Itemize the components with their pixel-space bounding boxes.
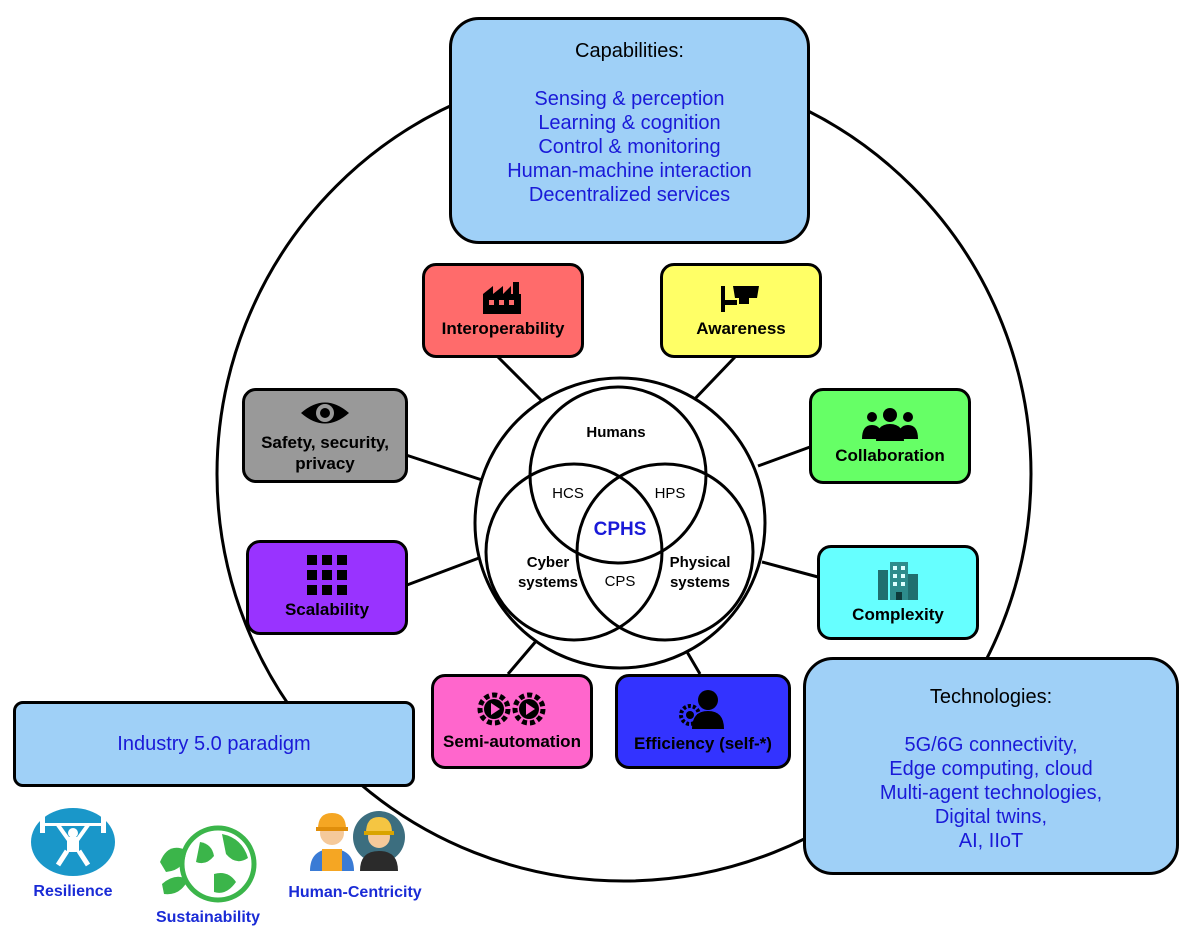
technologies-list: 5G/6G connectivity, Edge computing, clou… bbox=[806, 733, 1176, 853]
feature-label: Awareness bbox=[696, 319, 786, 338]
grid-icon bbox=[307, 555, 347, 595]
user-gear-icon bbox=[679, 690, 724, 729]
connector-awareness bbox=[688, 355, 737, 406]
feature-label: Safety, security, privacy bbox=[261, 432, 389, 473]
feature-label: Efficiency (self-*) bbox=[634, 734, 772, 753]
gears-icon bbox=[477, 692, 546, 726]
pillar-human-centricity-label: Human-Centricity bbox=[288, 884, 422, 901]
technology-item: Digital twins, bbox=[934, 806, 1048, 828]
connector-scalability bbox=[406, 556, 480, 587]
feature-awareness: Awareness bbox=[660, 263, 822, 358]
capability-item: Control & monitoring bbox=[538, 136, 721, 158]
buildings-icon bbox=[878, 562, 918, 600]
pillar-resilience-label: Resilience bbox=[33, 883, 113, 900]
technology-item: AI, IIoT bbox=[958, 830, 1024, 852]
technology-item: 5G/6G connectivity, bbox=[904, 734, 1078, 756]
venn-center-label: CPHS bbox=[593, 519, 647, 540]
technology-item: Multi-agent technologies, bbox=[879, 782, 1103, 804]
technology-item: Edge computing, cloud bbox=[889, 758, 1093, 780]
workers-icon bbox=[310, 811, 405, 871]
connector-complexity bbox=[761, 560, 819, 579]
feature-complexity: Complexity bbox=[817, 545, 979, 640]
feature-semi-automation: Semi-automation bbox=[431, 674, 593, 769]
connector-interoperability bbox=[496, 355, 547, 406]
feature-label: Collaboration bbox=[835, 445, 945, 465]
paradigm-label: Industry 5.0 paradigm bbox=[117, 732, 311, 755]
capability-item: Human-machine interaction bbox=[507, 160, 752, 182]
feature-label: Interoperability bbox=[441, 319, 565, 338]
factory-icon bbox=[483, 282, 521, 314]
feature-interoperability: Interoperability bbox=[422, 263, 584, 358]
capabilities-heading: Capabilities: bbox=[575, 40, 684, 62]
feature-efficiency: Efficiency (self-*) bbox=[615, 674, 791, 769]
security-camera-icon bbox=[721, 286, 759, 312]
technologies-heading: Technologies: bbox=[929, 686, 1053, 708]
venn-physical-circle bbox=[575, 462, 755, 642]
feature-label: Semi-automation bbox=[443, 732, 581, 751]
connector-collaboration bbox=[757, 445, 811, 468]
connector-safety bbox=[405, 453, 483, 482]
feature-label: Complexity bbox=[852, 605, 944, 624]
venn-outer-circle bbox=[473, 376, 767, 670]
technologies-box: Technologies: 5G/6G connectivity, Edge c… bbox=[803, 657, 1179, 875]
capabilities-box: Capabilities: Sensing & perception Learn… bbox=[449, 17, 810, 244]
connector-semi-automation bbox=[506, 639, 539, 675]
venn-physical-label: Physical systems bbox=[669, 554, 731, 591]
capabilities-list: Sensing & perception Learning & cognitio… bbox=[452, 87, 807, 207]
venn-cyber-label: Cyber systems bbox=[517, 554, 579, 591]
capability-item: Sensing & perception bbox=[534, 88, 725, 110]
venn-humans-label: Humans bbox=[586, 424, 646, 441]
venn-hcs-label: HCS bbox=[552, 485, 584, 502]
venn-cyber-circle bbox=[484, 462, 664, 642]
globe-leaf-icon bbox=[160, 825, 257, 903]
pillar-sustainability-label: Sustainability bbox=[155, 909, 261, 926]
paradigm-box: Industry 5.0 paradigm bbox=[13, 701, 415, 787]
venn-hps-label: HPS bbox=[654, 485, 686, 502]
group-icon bbox=[862, 407, 918, 441]
capability-item: Learning & cognition bbox=[538, 112, 721, 134]
capability-item: Decentralized services bbox=[528, 184, 731, 206]
feature-scalability: Scalability bbox=[246, 540, 408, 635]
feature-safety: Safety, security, privacy bbox=[242, 388, 408, 483]
weightlifter-icon bbox=[31, 808, 115, 876]
feature-collaboration: Collaboration bbox=[809, 388, 971, 484]
feature-label: Scalability bbox=[284, 600, 370, 619]
eye-icon bbox=[301, 402, 349, 423]
venn-cps-label: CPS bbox=[604, 573, 636, 590]
